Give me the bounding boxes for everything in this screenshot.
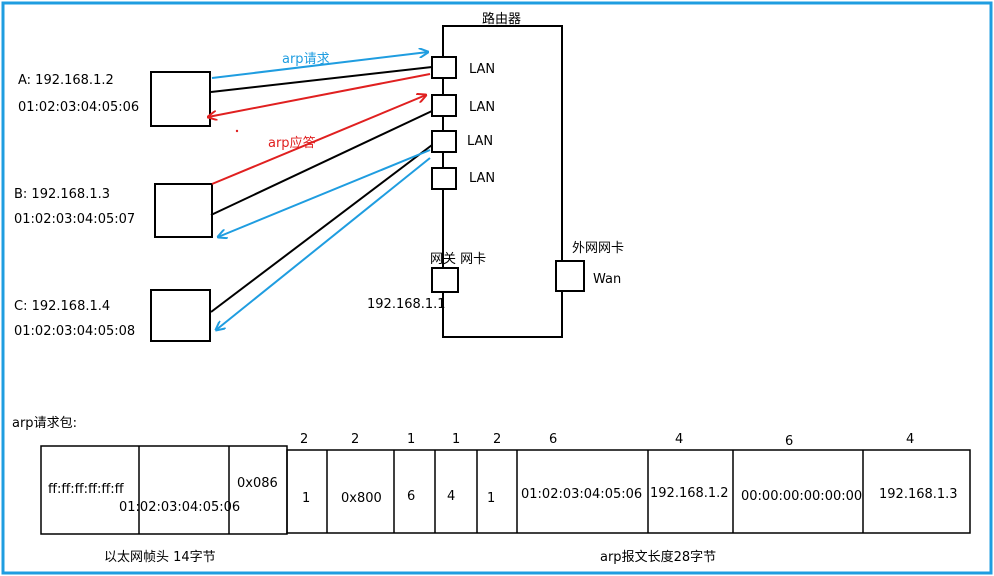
lan-port-2 <box>431 94 457 117</box>
target-ip-cell: 192.168.1.3 <box>879 487 958 502</box>
arp-reply-label: arp应答 <box>268 136 316 151</box>
sender-mac-cell: 01:02:03:04:05:06 <box>521 487 643 502</box>
arp-request-arrow-b <box>218 149 431 237</box>
lan-label-3: LAN <box>467 134 494 149</box>
host-b-ip: B: 192.168.1.3 <box>14 187 110 202</box>
size-label: 1 <box>407 432 416 447</box>
dest-mac-cell: ff:ff:ff:ff:ff:ff <box>48 482 124 497</box>
arp-reply-arrow-a <box>208 73 431 117</box>
wan-label: Wan <box>593 272 622 287</box>
size-label: 2 <box>300 432 309 447</box>
ethernet-caption: 以太网帧头 14字节 <box>104 550 216 565</box>
size-label: 4 <box>906 432 915 447</box>
src-mac-cell: 01:02:03:04:05:06 <box>119 500 241 515</box>
router-box <box>442 25 563 338</box>
packet-table <box>40 445 971 535</box>
size-label: 2 <box>493 432 502 447</box>
opcode-cell: 1 <box>487 491 496 506</box>
lan-port-1 <box>431 56 457 79</box>
cable-a <box>210 66 433 93</box>
arp-caption: arp报文长度28字节 <box>600 550 717 565</box>
proto-type-cell: 0x800 <box>341 491 382 506</box>
gateway-label: 网关 网卡 <box>430 252 487 267</box>
lan-label-2: LAN <box>469 100 496 115</box>
size-label: 4 <box>675 432 684 447</box>
packet-title: arp请求包: <box>12 416 77 431</box>
host-b-box <box>154 183 213 238</box>
cable-c <box>210 144 433 313</box>
cable-b <box>210 110 433 216</box>
hw-size-cell: 6 <box>407 489 416 504</box>
host-c-box <box>150 289 211 342</box>
host-c-mac: 01:02:03:04:05:08 <box>14 324 136 339</box>
host-c-ip: C: 192.168.1.4 <box>14 299 111 314</box>
arp-request-arrow-a <box>211 52 428 79</box>
size-label: 6 <box>549 432 558 447</box>
host-a-mac: 01:02:03:04:05:06 <box>18 100 140 115</box>
lan-port-3 <box>431 130 457 153</box>
proto-size-cell: 4 <box>447 489 456 504</box>
gateway-port <box>431 267 459 293</box>
host-a-box <box>150 71 211 127</box>
stray-dot <box>235 129 239 133</box>
size-label: 6 <box>785 434 794 449</box>
wan-port <box>555 260 585 292</box>
arp-request-arrow-c <box>216 157 431 330</box>
wan-card-label: 外网网卡 <box>572 241 625 256</box>
size-label: 2 <box>351 432 360 447</box>
gateway-ip: 192.168.1.1 <box>367 297 446 312</box>
target-mac-cell: 00:00:00:00:00:00 <box>741 489 863 504</box>
router-title: 路由器 <box>482 12 522 27</box>
lan-label-4: LAN <box>469 171 496 186</box>
arp-reply-arrow-b <box>211 95 426 185</box>
hw-type-cell: 1 <box>302 491 311 506</box>
host-b-mac: 01:02:03:04:05:07 <box>14 212 136 227</box>
arp-request-label: arp请求 <box>282 52 330 67</box>
lan-label-1: LAN <box>469 62 496 77</box>
ethertype-cell: 0x086 <box>237 476 278 491</box>
host-a-ip: A: 192.168.1.2 <box>18 73 114 88</box>
sender-ip-cell: 192.168.1.2 <box>650 486 729 501</box>
lan-port-4 <box>431 167 457 190</box>
size-label: 1 <box>452 432 461 447</box>
